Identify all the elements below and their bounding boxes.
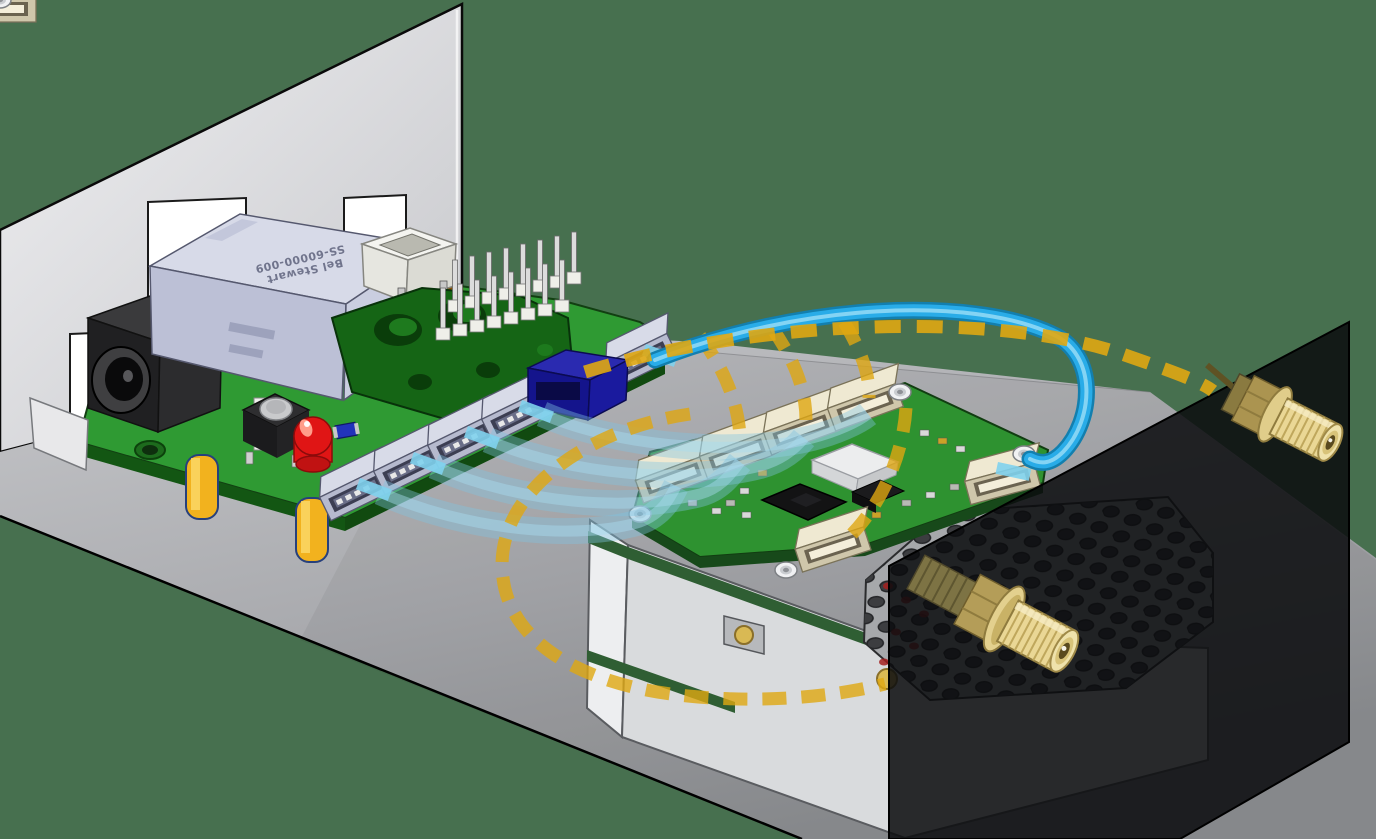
terminal-recess-inner [389, 318, 417, 336]
rf-drop-4 [847, 407, 913, 539]
ribbon-4 [536, 402, 877, 461]
terminal-hole [408, 374, 432, 390]
ribbon-2 [428, 453, 751, 517]
dc-jack-lever [29, 396, 89, 472]
shield-right [855, 461, 899, 493]
inductor-front [852, 492, 876, 513]
sma2-tip-hole [1325, 435, 1336, 450]
rf-loop-to-front [495, 407, 887, 706]
dc-jack-pin [123, 370, 133, 382]
blue-smd-part [332, 421, 360, 440]
yellow-standoffs [185, 454, 329, 563]
carrier-board: Bel Stewart SS-60000-009 [0, 0, 688, 563]
base-green-band-upper [588, 531, 880, 650]
screw-3 [774, 561, 798, 579]
ribbon-1 [374, 480, 688, 545]
standoff-highlight [301, 501, 310, 553]
sma1-highlight [1014, 602, 1073, 638]
standoff-1 [185, 454, 219, 520]
chip-die [790, 493, 822, 507]
blue-smd-lead [353, 422, 360, 435]
led-dome [293, 416, 333, 456]
rf-drop-2 [766, 324, 813, 421]
mounting-screws [0, 0, 1036, 579]
sma1-tip-glint [1061, 645, 1067, 651]
rf-arc-to-wall-sma [583, 319, 1218, 397]
screw-4 [888, 383, 912, 401]
ethernet-vent-slot [228, 344, 264, 359]
terminal-bump [537, 344, 553, 356]
ribbon-3-core [485, 434, 809, 481]
usb-connector [359, 227, 459, 304]
blue-box-connector [525, 349, 631, 422]
right-wall-panel [888, 320, 1350, 839]
sma-connector-wall [1220, 372, 1344, 462]
ribbon-2-core [431, 458, 745, 509]
blue-smd-lead [332, 426, 339, 439]
usb-slot [378, 233, 442, 257]
button-leg [245, 451, 254, 465]
gold-screw-1 [734, 625, 754, 645]
qfn-chip [760, 483, 848, 521]
floor-front-edge [0, 514, 803, 839]
red-led [293, 416, 333, 473]
sma-connector-front [906, 554, 1080, 673]
led-flange [295, 455, 331, 473]
sma2-highlight [1284, 400, 1337, 431]
ethernet-vent-slot [228, 322, 276, 340]
ribbon-1-core [377, 483, 681, 537]
standoff-2 [295, 497, 329, 563]
standoff-highlight [191, 458, 200, 510]
terminal-hole [476, 362, 500, 378]
blue-smd-body [334, 421, 358, 440]
ethernet-notch [205, 219, 258, 241]
sma2-tip-glint [1328, 438, 1333, 443]
led-glint [304, 421, 310, 427]
button-front [243, 410, 277, 458]
button-plunger-top [266, 400, 286, 414]
blue-box-right [587, 358, 629, 422]
rf-shield-module [810, 443, 900, 493]
mounting-hole-center [142, 445, 158, 455]
ribbon-3 [482, 428, 815, 489]
sma1-flange-inner [991, 594, 1021, 645]
blue-box-slot [536, 382, 580, 400]
ribbon-4-core [539, 408, 872, 453]
